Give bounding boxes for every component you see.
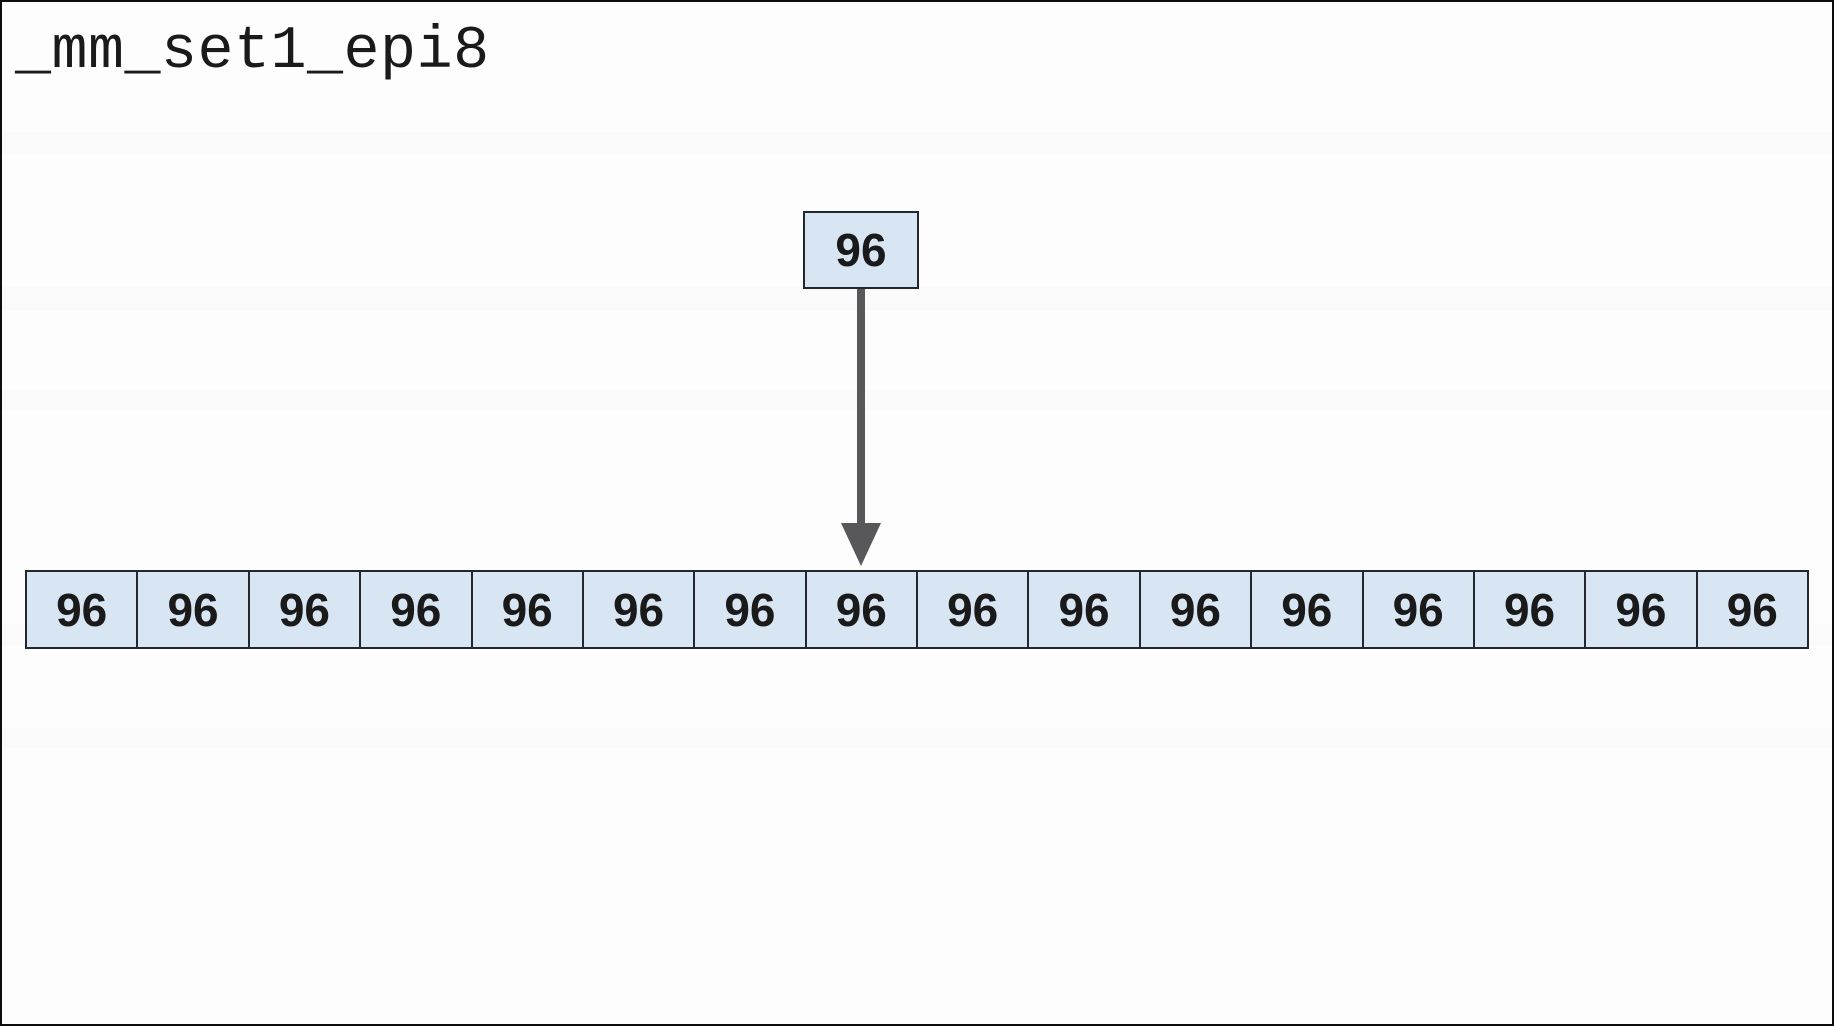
scalar-value: 96 [835, 224, 887, 276]
background-artifact [2, 132, 1832, 154]
background-artifact [2, 390, 1832, 410]
register-lane: 96 [473, 572, 584, 647]
register-lane: 96 [1252, 572, 1364, 647]
register-lane: 96 [1029, 572, 1141, 647]
page-title: _mm_set1_epi8 [15, 18, 490, 86]
background-artifact [2, 287, 1832, 311]
register-lane: 96 [1475, 572, 1587, 647]
register-lane: 96 [1726, 583, 1778, 636]
register-lane: 96 [807, 572, 918, 647]
register-lane: 96 [918, 572, 1030, 647]
scalar-value-box: 96 [803, 211, 919, 289]
register-lane: 96 [361, 572, 473, 647]
register-lane: 96 [695, 572, 807, 647]
register-lane: 96 [27, 572, 139, 647]
register-lane: 96 [250, 572, 362, 647]
register-lane: 96 [1586, 572, 1698, 647]
register-lane: 96 [1141, 572, 1253, 647]
register-lane: 96 [1364, 572, 1475, 647]
register-lane: 96 [584, 572, 696, 647]
broadcast-arrow-icon [841, 289, 881, 566]
register-lane: 96 [138, 572, 250, 647]
background-artifact [2, 728, 1832, 748]
